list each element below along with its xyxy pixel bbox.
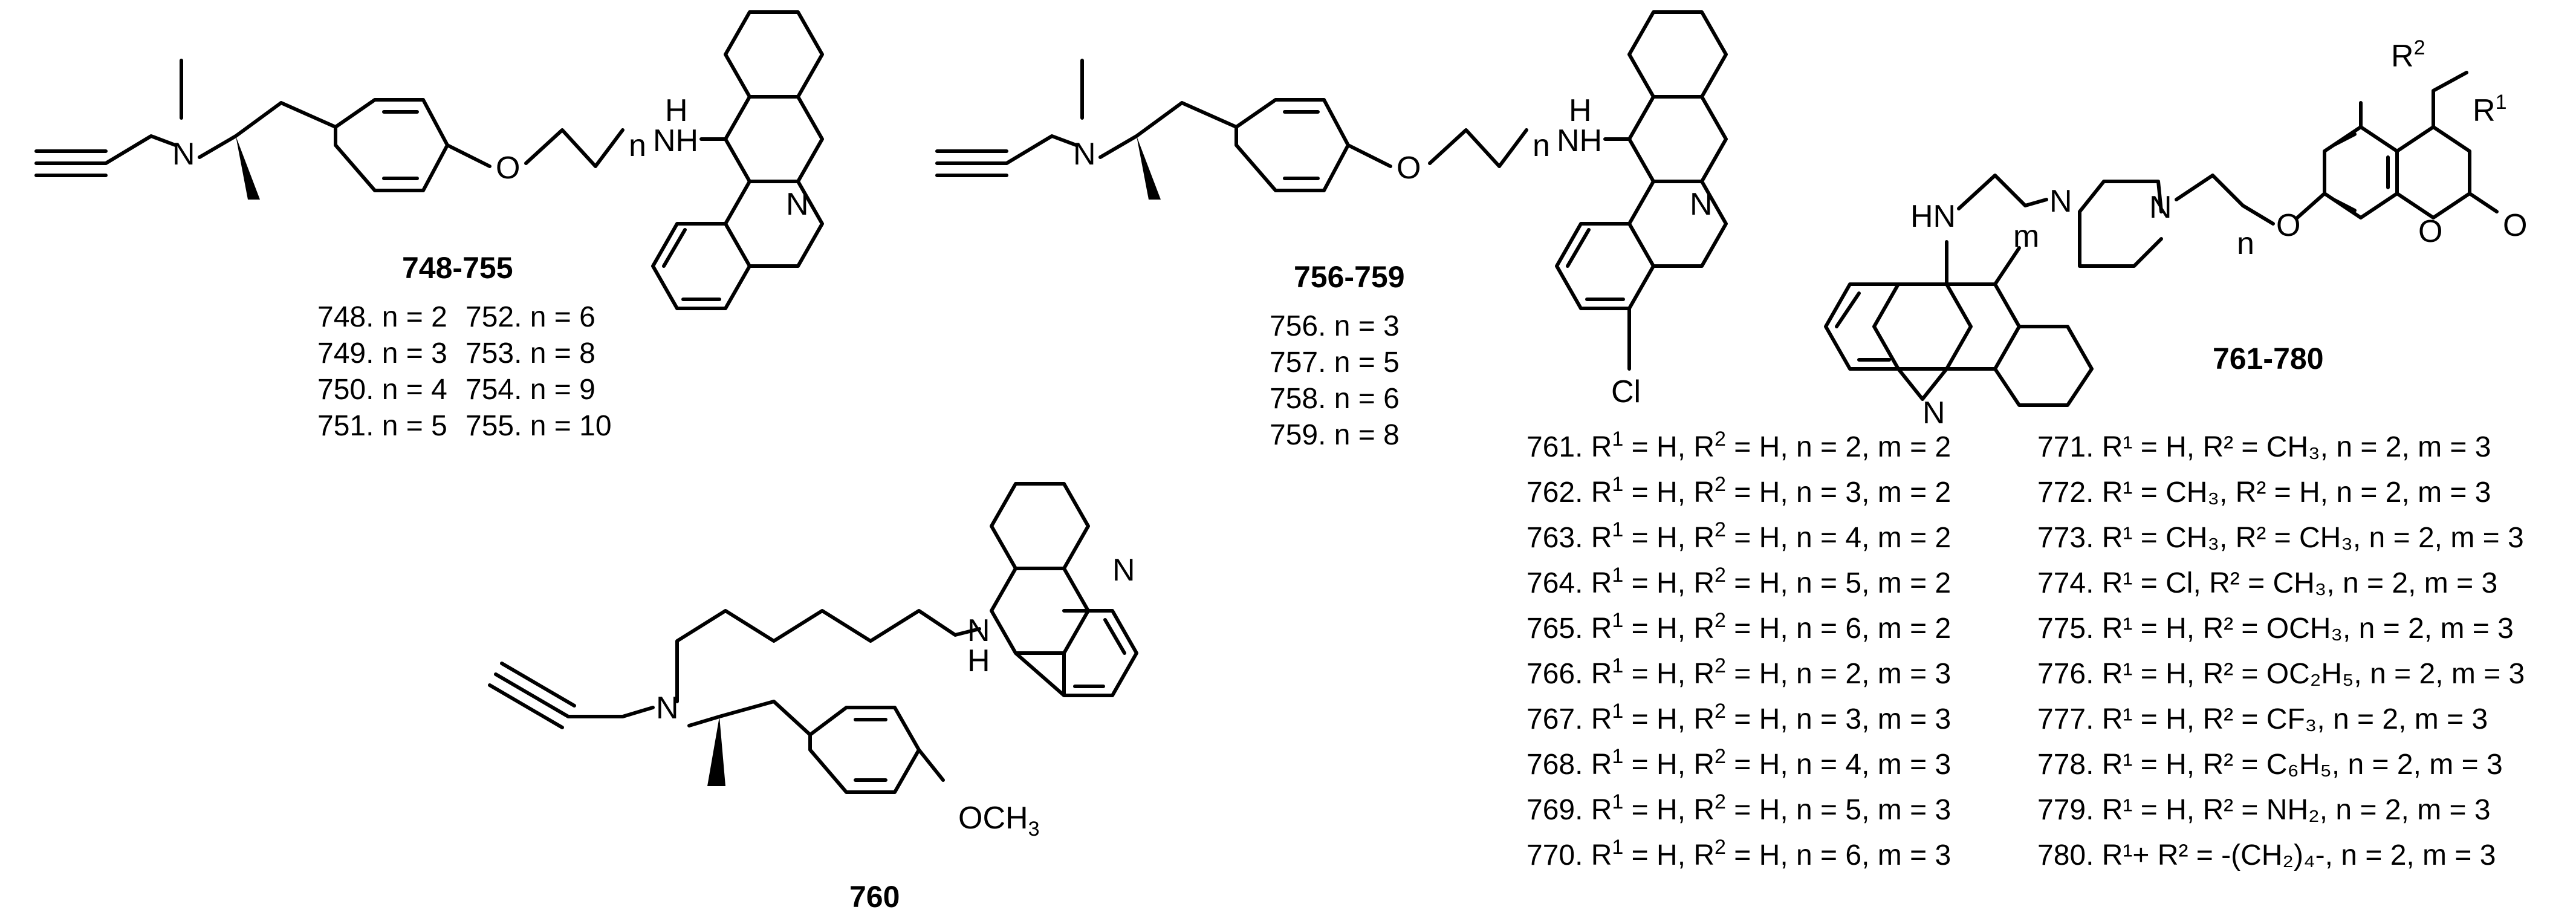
tacrine-n-c: N <box>1922 395 1945 431</box>
row-759: 759. n = 8 <box>1270 419 1400 451</box>
row-777: 777. R¹ = H, R² = CF₃, n = 2, m = 3 <box>2037 703 2488 735</box>
ether-o-c: O <box>2276 208 2300 243</box>
ether-o: O <box>496 151 520 186</box>
row-765: 765. R1 = H, R2 = H, n = 6, m = 2 <box>1526 609 1951 645</box>
chloro: Cl <box>1611 374 1641 409</box>
methoxy-760: OCH3 <box>958 801 1039 841</box>
wedge-bond <box>236 136 260 200</box>
amine-n-b: N <box>1073 137 1096 172</box>
list-756-759: 756. n = 3 757. n = 5 758. n = 6 759. n … <box>1270 310 1400 451</box>
amine-n-760b: N <box>967 613 990 648</box>
row-771: 771. R¹ = H, R² = CH₃, n = 2, m = 3 <box>2037 431 2491 463</box>
bonds-756-759 <box>935 59 1528 192</box>
amine-h-760: H <box>967 643 990 678</box>
tacrine-n: N <box>786 187 809 222</box>
amine-n: N <box>172 137 195 172</box>
linker-n-b: n <box>1533 128 1550 163</box>
row-779: 779. R¹ = H, R² = NH₂, n = 2, m = 3 <box>2037 794 2491 826</box>
amine-h-b: H <box>1569 93 1592 128</box>
structure-761-780: HN m N N n O O O R2 R1 N <box>1824 36 2527 431</box>
amine-n-760: N <box>656 691 679 726</box>
bonds-748-755 <box>34 59 625 192</box>
label-748-755: 748-755 <box>402 251 513 285</box>
bonds-761-780 <box>1957 71 2499 268</box>
row-763: 763. R1 = H, R2 = H, n = 4, m = 2 <box>1526 518 1951 554</box>
ether-o-b: O <box>1397 151 1421 186</box>
structure-760: N OCH3 N H N <box>488 482 1138 841</box>
tacrine-760 <box>990 482 1138 697</box>
tacrine-756-759 <box>1555 10 1728 371</box>
wedge-bond-760 <box>707 717 725 786</box>
list-771-780: 771. R¹ = H, R² = CH₃, n = 2, m = 3 772.… <box>2037 431 2525 871</box>
row-775: 775. R¹ = H, R² = OCH₃, n = 2, m = 3 <box>2037 613 2514 645</box>
piperazine-n1: N <box>2049 184 2072 219</box>
tacrine-761-780 <box>1824 240 2094 407</box>
carbonyl-o: O <box>2503 208 2527 243</box>
piperazine-n2: N <box>2149 190 2172 225</box>
amine-h: H <box>665 93 688 128</box>
label-760: 760 <box>849 880 900 914</box>
label-761-780: 761-780 <box>2213 342 2324 376</box>
tacrine-748-755 <box>651 10 824 310</box>
row-776: 776. R¹ = H, R² = OC₂H₅, n = 2, m = 3 <box>2037 658 2525 690</box>
wedge-bond-b <box>1137 136 1161 200</box>
row-761: 761. R1 = H, R2 = H, n = 2, m = 2 <box>1526 428 1951 463</box>
row-774: 774. R¹ = Cl, R² = CH₃, n = 2, m = 3 <box>2037 567 2497 599</box>
row-773: 773. R¹ = CH₃, R² = CH₃, n = 2, m = 3 <box>2037 522 2524 554</box>
row-757: 757. n = 5 <box>1270 346 1400 379</box>
linker-n-c: n <box>2237 226 2254 261</box>
row-767: 767. R1 = H, R2 = H, n = 3, m = 3 <box>1526 700 1951 735</box>
bonds-760 <box>488 609 981 794</box>
row-778: 778. R¹ = H, R² = C₆H₅, n = 2, m = 3 <box>2037 749 2503 781</box>
tacrine-n-760: N <box>1112 553 1135 588</box>
row-762: 762. R1 = H, R2 = H, n = 3, m = 2 <box>1526 473 1951 509</box>
row-766: 766. R1 = H, R2 = H, n = 2, m = 3 <box>1526 654 1951 690</box>
r1-substituent: R1 <box>2473 91 2506 128</box>
ring-o: O <box>2418 214 2442 249</box>
row-770: 770. R1 = H, R2 = H, n = 6, m = 3 <box>1526 836 1951 871</box>
row-758: 758. n = 6 <box>1270 383 1400 415</box>
label-756-759: 756-759 <box>1294 260 1405 294</box>
row-772: 772. R¹ = CH₃, R² = H, n = 2, m = 3 <box>2037 477 2491 509</box>
row-769: 769. R1 = H, R2 = H, n = 5, m = 3 <box>1526 790 1951 826</box>
structure-748-755: N O n NH H N <box>34 10 824 310</box>
row-756: 756. n = 3 <box>1270 310 1400 342</box>
structure-756-759: N O n NH H N Cl <box>935 10 1728 409</box>
row-764: 764. R1 = H, R2 = H, n = 5, m = 2 <box>1526 564 1951 599</box>
tacrine-n-b: N <box>1690 187 1713 222</box>
row-780: 780. R¹+ R² = -(CH₂)₄-, n = 2, m = 3 <box>2037 839 2496 871</box>
list-761-770: 761. R1 = H, R2 = H, n = 2, m = 2 762. R… <box>1526 428 1951 871</box>
amine-nh-b: NH <box>1557 123 1602 158</box>
amine-nh: NH <box>653 123 698 158</box>
amine-hn: HN <box>1910 199 1956 234</box>
r2-substituent: R2 <box>2391 36 2425 74</box>
row-768: 768. R1 = H, R2 = H, n = 4, m = 3 <box>1526 745 1951 781</box>
linker-n: n <box>629 128 646 163</box>
